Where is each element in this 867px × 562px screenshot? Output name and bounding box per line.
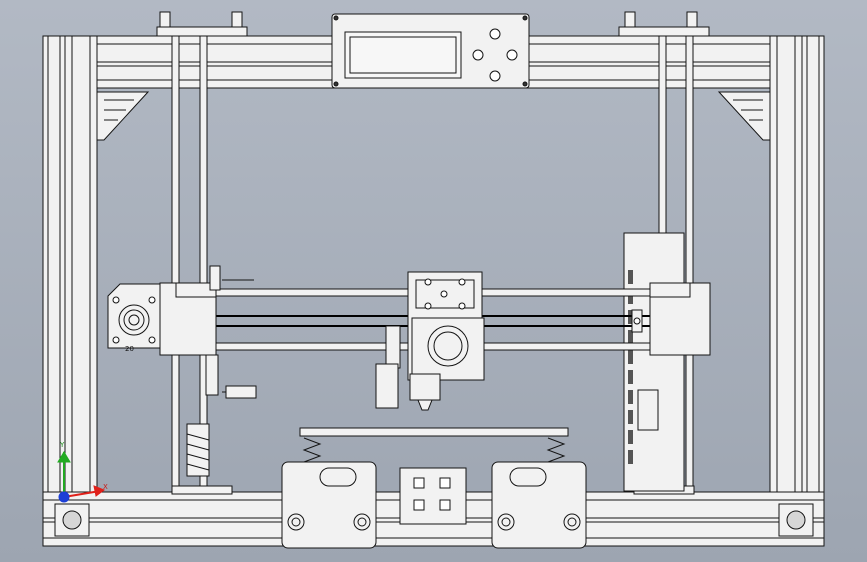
x-axis-stepper-motor[interactable] <box>107 283 171 349</box>
lcd-button-right <box>506 49 518 61</box>
x-end-right <box>631 282 711 356</box>
motor-tag-label: 20 <box>125 345 134 353</box>
lcd-button-left <box>472 49 484 61</box>
x-end-left <box>159 265 257 399</box>
power-supply-unit[interactable] <box>623 232 685 492</box>
lcd-button-up <box>489 28 501 40</box>
lcd-button-down <box>489 70 501 82</box>
triad-x-label: X <box>103 483 108 491</box>
lcd-controller-panel[interactable] <box>331 13 530 89</box>
heated-bed-carriage[interactable] <box>281 427 587 549</box>
view-orientation-triad[interactable] <box>57 451 106 503</box>
x-carriage-extruder[interactable] <box>375 271 485 411</box>
triad-y-label: Y <box>60 441 65 449</box>
